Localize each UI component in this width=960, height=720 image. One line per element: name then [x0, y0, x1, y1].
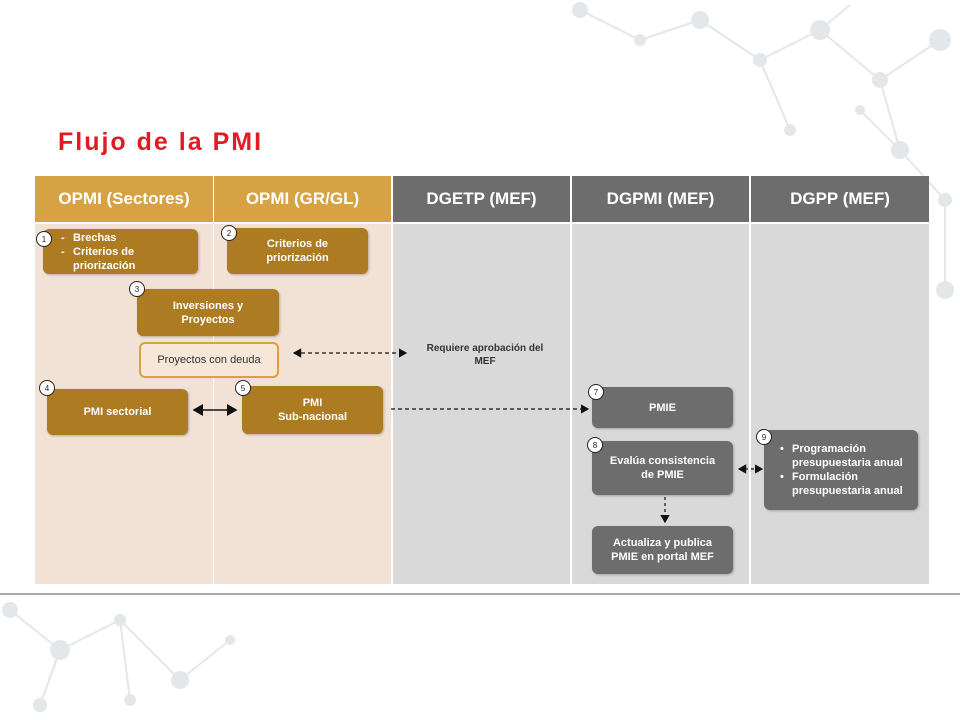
lane-dgpp	[751, 224, 929, 584]
step-5-pmi-subnacional-box: PMI Sub-nacional	[242, 386, 383, 434]
actualiza-publica-box: Actualiza y publica PMIE en portal MEF	[592, 526, 733, 574]
step-5-number-badge: 5	[235, 380, 251, 396]
step-4-pmi-sectorial-box: PMI sectorial	[47, 389, 188, 435]
column-header-opmi-sectores: OPMI (Sectores)	[35, 176, 213, 222]
step-1-brechas-box: Brechas Criterios de priorización	[43, 229, 198, 274]
step-1-number-badge: 1	[36, 231, 52, 247]
step-9-programacion-box: Programación presupuestaria anual Formul…	[764, 430, 918, 510]
step-7-pmie-box: PMIE	[592, 387, 733, 428]
column-header-dgpmi: DGPMI (MEF)	[572, 176, 749, 222]
step-8-number-badge: 8	[587, 437, 603, 453]
step-9-number-badge: 9	[756, 429, 772, 445]
step-3-inversiones-box: Inversiones y Proyectos	[137, 289, 279, 336]
step-9-item-formulacion: Formulación presupuestaria anual	[780, 470, 910, 498]
step-3-number-badge: 3	[129, 281, 145, 297]
lane-dgetp	[393, 224, 570, 584]
step-5-line1: PMI	[302, 397, 323, 409]
step-2-number-badge: 2	[221, 225, 237, 241]
step-7-number-badge: 7	[588, 384, 604, 400]
column-header-dgpp: DGPP (MEF)	[751, 176, 929, 222]
page-title: Flujo de la PMI	[58, 128, 264, 156]
column-header-opmi-gr-gl: OPMI (GR/GL)	[214, 176, 391, 222]
note-requiere-aprobacion: Requiere aprobación del MEF	[426, 343, 544, 367]
step-1-item-brechas: Brechas	[61, 231, 198, 245]
proyectos-con-deuda-box: Proyectos con deuda	[139, 342, 279, 378]
step-4-number-badge: 4	[39, 380, 55, 396]
step-2-criterios-box: Criterios de priorización	[227, 228, 368, 274]
step-5-line2: Sub-nacional	[277, 411, 348, 423]
step-8-evalua-box: Evalúa consistencia de PMIE	[592, 441, 733, 495]
step-9-item-programacion: Programación presupuestaria anual	[780, 442, 910, 470]
step-1-item-criterios: Criterios de priorización	[61, 245, 198, 273]
column-header-dgetp: DGETP (MEF)	[393, 176, 570, 222]
